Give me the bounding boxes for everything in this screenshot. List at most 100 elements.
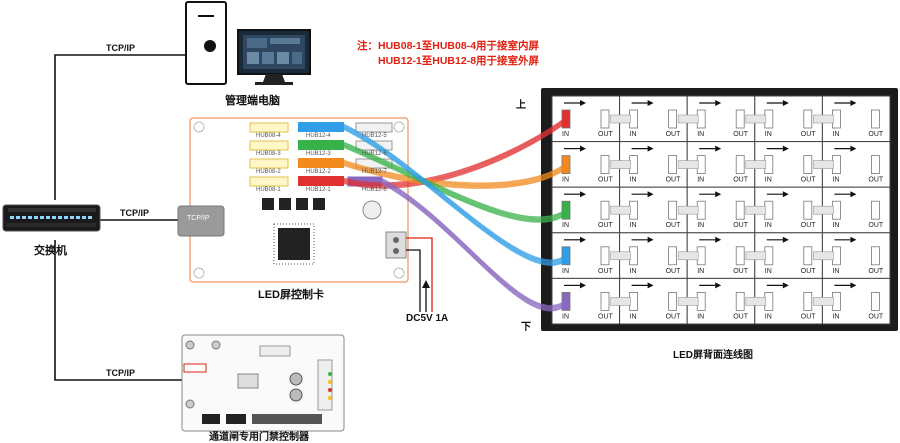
out-label: OUT	[801, 222, 817, 229]
led-module: IN OUT	[745, 141, 823, 188]
out-label: OUT	[868, 268, 884, 275]
port-label-left-3: HUB08-2	[256, 169, 281, 175]
out-label: OUT	[733, 268, 749, 275]
in-label: IN	[697, 131, 704, 138]
in-label: IN	[697, 313, 704, 320]
tcpip-module-label: TCP/IP	[187, 215, 210, 222]
pc-label: 管理端电脑	[225, 95, 280, 107]
top-label: 上	[516, 100, 526, 111]
led-module: IN OUT	[677, 232, 756, 279]
out-label: OUT	[666, 131, 682, 138]
hub12-mid-connectors	[298, 122, 344, 186]
ribbon-cable-wire	[343, 159, 567, 184]
ribbon-cable-wire	[343, 122, 567, 189]
out-label: OUT	[598, 268, 614, 275]
port-label-right-4: HUB12-8	[362, 187, 387, 193]
power-terminal	[385, 231, 407, 259]
port-label-mid-1: HUB12-4	[306, 133, 331, 139]
led-module: IN OUT	[745, 277, 823, 325]
out-label: OUT	[868, 177, 884, 184]
ribbon-cable-wire	[381, 178, 567, 307]
ribbon-cable-wire	[343, 118, 567, 185]
in-label: IN	[630, 222, 637, 229]
in-label: IN	[765, 313, 772, 320]
ribbon-cable-wire	[343, 164, 567, 188]
out-label: OUT	[868, 222, 884, 229]
ribbon-cable-wire	[343, 119, 567, 186]
ribbon-cable-wire	[381, 179, 567, 308]
ribbon-cable-wire	[343, 146, 567, 223]
in-label: IN	[562, 131, 569, 138]
led-module: IN OUT	[813, 141, 891, 188]
out-label: OUT	[801, 313, 817, 320]
in-label: IN	[697, 222, 704, 229]
line-switch-to-gate	[54, 240, 182, 381]
port-label-mid-2: HUB12-3	[306, 151, 331, 157]
out-label: OUT	[666, 177, 682, 184]
led-module: IN OUT	[813, 186, 891, 234]
port-label-right-3: HUB12-7	[362, 169, 387, 175]
ribbon-cable-wire	[343, 145, 567, 222]
ribbon-cable-wire	[343, 123, 567, 261]
led-module: IN OUT	[677, 277, 756, 325]
ribbon-cable-wire	[381, 180, 567, 309]
out-label: OUT	[598, 313, 614, 320]
ribbon-cable-wire	[343, 120, 567, 187]
power-wires	[406, 237, 433, 312]
ribbon-cable-wire	[343, 165, 567, 189]
ribbon-cable-wire	[343, 147, 567, 223]
out-label: OUT	[598, 177, 614, 184]
ribbon-cable-wire	[343, 124, 567, 262]
tcpip-label-bottom: TCP/IP	[106, 368, 136, 378]
switch-label: 交换机	[34, 245, 67, 257]
ribbon-cable-wire	[343, 127, 567, 265]
in-label: IN	[832, 177, 839, 184]
led-back-label: LED屏背面连线图	[673, 350, 753, 361]
ribbon-cable-wire	[343, 121, 567, 188]
gate-controller-board	[181, 334, 345, 432]
ribbon-cable-wire	[381, 183, 567, 312]
main-chip	[278, 228, 310, 260]
led-control-card	[177, 117, 409, 283]
panel-grid: IN OUT IN OUT IN OUT IN OUT IN OUT IN OUT IN OUT IN OUT…	[551, 95, 891, 325]
in-label: IN	[832, 268, 839, 275]
in-label: IN	[832, 222, 839, 229]
out-label: OUT	[801, 131, 817, 138]
led-module: IN OUT	[551, 95, 621, 143]
in-label: IN	[562, 177, 569, 184]
in-label: IN	[765, 222, 772, 229]
power-label: DC5V 1A	[406, 313, 449, 324]
gate-controller-label: 通道闸专用门禁控制器	[209, 432, 309, 443]
out-label: OUT	[733, 313, 749, 320]
ribbon-cable-wire	[343, 162, 567, 187]
in-label: IN	[630, 313, 637, 320]
switch-ports	[10, 216, 92, 219]
port-label-left-4: HUB08-1	[256, 187, 281, 193]
bottom-label: 下	[521, 322, 531, 333]
ribbon-cable-wire	[381, 177, 567, 306]
out-label: OUT	[801, 177, 817, 184]
led-module: IN OUT	[610, 186, 688, 234]
ribbon-cables	[343, 116, 567, 312]
port-label-mid-4: HUB12-1	[306, 187, 331, 193]
out-label: OUT	[666, 268, 682, 275]
in-label: IN	[765, 177, 772, 184]
port-label-mid-3: HUB12-2	[306, 169, 331, 175]
ribbon-cable-wire	[343, 116, 567, 184]
out-label: OUT	[598, 131, 614, 138]
in-label: IN	[765, 268, 772, 275]
ribbon-cable-wire	[343, 117, 567, 185]
ribbon-cable-wire	[343, 128, 567, 265]
in-label: IN	[697, 268, 704, 275]
out-label: OUT	[666, 222, 682, 229]
